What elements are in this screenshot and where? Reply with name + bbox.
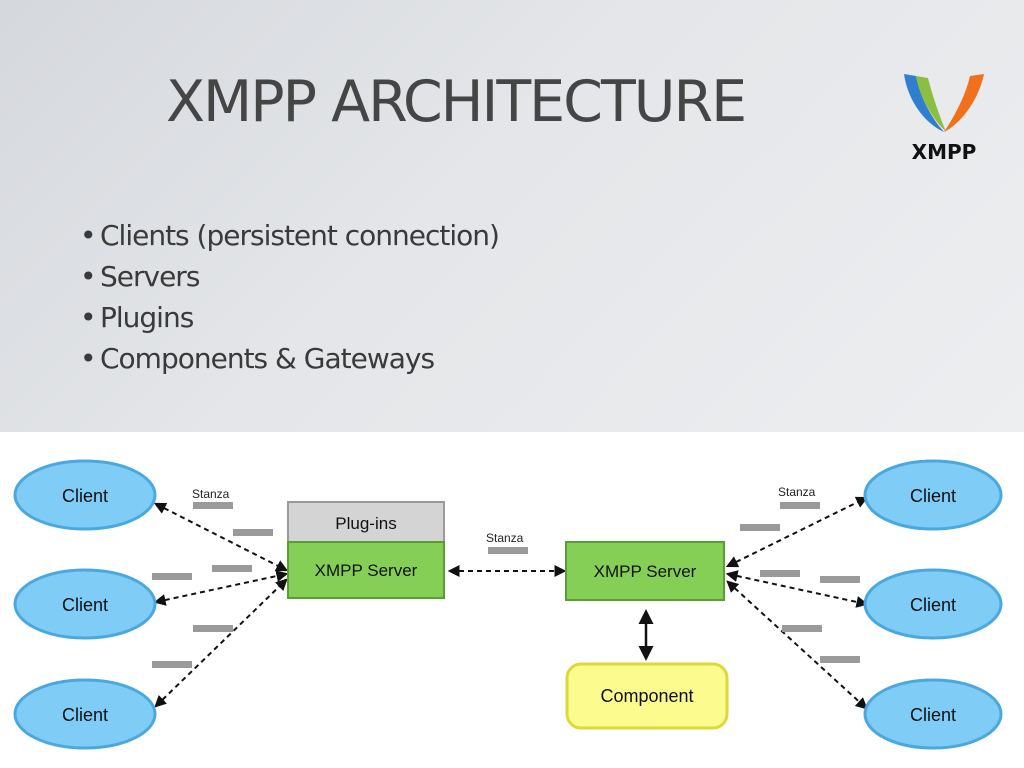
- bullet-text: Clients (persistent connection): [100, 219, 500, 252]
- stanza-label-left: Stanza: [192, 487, 230, 501]
- stanza-bar: [820, 576, 860, 583]
- xmpp-server-left-label: XMPP Server: [315, 561, 418, 580]
- logo-green-stroke: [916, 76, 946, 132]
- xmpp-logo-text: XMPP: [911, 140, 977, 164]
- bullet-list: •Clients (persistent connection) •Server…: [80, 215, 500, 379]
- xmpp-server-right: [565, 541, 725, 601]
- bullet-item: •Servers: [80, 256, 499, 297]
- bullet-text: Components & Gateways: [100, 342, 435, 375]
- bullet-item: •Components & Gateways: [80, 338, 499, 379]
- xmpp-architecture-diagram: Stanza Stanza Stanza Client Client Clien…: [13, 459, 1003, 750]
- client-node-left-3: [13, 678, 157, 750]
- connector-left-client-1: [153, 502, 289, 572]
- bullet-text: Servers: [100, 260, 200, 293]
- connector-right-client-1: [725, 496, 869, 568]
- component-box: [565, 662, 729, 730]
- stanza-bar: [740, 524, 780, 531]
- component-label: Component: [600, 686, 693, 706]
- stanza-label-middle: Stanza: [486, 531, 524, 545]
- client-label: Client: [62, 705, 108, 725]
- bullet-marker: •: [80, 342, 97, 375]
- stanza-bar: [193, 625, 233, 632]
- bullet-marker: •: [80, 260, 97, 293]
- client-node-right-1: [863, 459, 1003, 531]
- xmpp-logo: XMPP: [898, 72, 990, 164]
- client-label: Client: [62, 595, 108, 615]
- bullet-text: Plugins: [100, 301, 194, 334]
- xmpp-server-right-label: XMPP Server: [594, 562, 697, 581]
- client-label: Client: [910, 705, 956, 725]
- stanza-bar: [782, 625, 822, 632]
- stanza-bar: [212, 565, 252, 572]
- stanza-bar: [488, 547, 528, 554]
- stanza-bar: [760, 570, 800, 577]
- client-node-right-3: [863, 678, 1003, 750]
- logo-orange-stroke: [944, 74, 984, 132]
- stanza-bar: [820, 656, 860, 663]
- plugins-box: [287, 501, 445, 543]
- client-node-left-1: [13, 459, 157, 531]
- client-label: Client: [910, 595, 956, 615]
- stanza-bar: [780, 502, 820, 509]
- slide-title: XMPP ARCHITECTURE: [166, 69, 747, 135]
- xmpp-logo-icon: [904, 74, 984, 132]
- xmpp-server-left: [287, 541, 445, 599]
- bullet-marker: •: [80, 219, 97, 252]
- client-node-right-2: [863, 568, 1003, 640]
- stanza-bar: [152, 573, 192, 580]
- stanza-bar: [152, 661, 192, 668]
- connector-left-client-3: [154, 578, 288, 708]
- logo-blue-stroke: [904, 74, 944, 132]
- plugins-label: Plug-ins: [335, 514, 396, 533]
- slide-header-background: [0, 0, 1024, 432]
- stanza-bar: [233, 529, 273, 536]
- connector-right-client-3: [726, 580, 868, 710]
- bullet-item: •Clients (persistent connection): [80, 215, 500, 256]
- client-node-left-2: [13, 568, 157, 640]
- stanza-label-right: Stanza: [778, 485, 816, 499]
- client-label: Client: [62, 486, 108, 506]
- stanza-bar: [193, 502, 233, 509]
- bullet-item: •Plugins: [80, 297, 499, 338]
- client-label: Client: [910, 486, 956, 506]
- bullet-marker: •: [80, 301, 97, 334]
